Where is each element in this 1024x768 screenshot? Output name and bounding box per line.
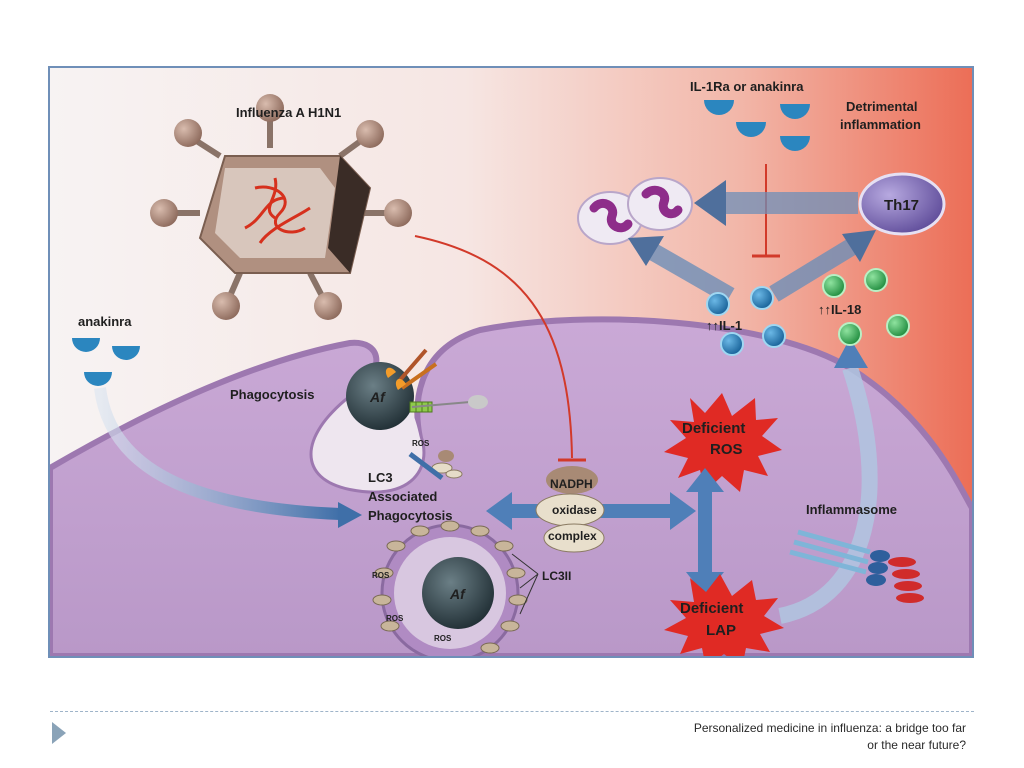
pathway-diagram: Af ROS ROS ROS LC3II Af ROS bbox=[50, 68, 972, 656]
deficient-ros-starburst bbox=[664, 393, 782, 492]
ros-label-c: ROS bbox=[434, 634, 452, 643]
th17-label: Th17 bbox=[884, 197, 919, 214]
fungal-spore-top bbox=[346, 362, 414, 430]
anakinra-arrowhead bbox=[338, 502, 362, 528]
nadph-small-cluster bbox=[431, 450, 463, 479]
inflammasome-label: Inflammasome bbox=[806, 502, 897, 517]
fungal-spore-bottom bbox=[422, 557, 494, 629]
slide-caption: Personalized medicine in influenza: a br… bbox=[606, 720, 966, 754]
deficient-ros-line2: ROS bbox=[710, 441, 743, 458]
neutrophils bbox=[577, 177, 693, 245]
detrimental-line2: inflammation bbox=[840, 117, 921, 132]
th17-to-neutrophil-arrow bbox=[694, 180, 858, 226]
inflammasome-icon bbox=[789, 529, 924, 603]
lap-to-cytokine-arrow bbox=[778, 365, 878, 624]
influenza-virus bbox=[150, 94, 412, 320]
il1-to-th17-arrow bbox=[769, 236, 861, 302]
anakinra-arrow bbox=[94, 387, 341, 520]
phagocytosis-label: Phagocytosis bbox=[230, 387, 315, 402]
ros-label-small: ROS bbox=[412, 439, 430, 448]
ros-label-b: ROS bbox=[386, 614, 404, 623]
il1-molecules bbox=[706, 286, 786, 356]
lap-label-line3: Phagocytosis bbox=[368, 508, 453, 523]
il1-label: ↑↑IL-1 bbox=[706, 318, 742, 333]
il1ra-label: IL-1Ra or anakinra bbox=[690, 79, 804, 94]
deficient-ros-line1: Deficient bbox=[682, 420, 745, 437]
af-top-label: Af bbox=[369, 389, 386, 405]
il1-to-neutrophil-arrow bbox=[645, 242, 735, 304]
anakinra-molecules-left bbox=[72, 338, 140, 386]
nadph-complex bbox=[535, 466, 605, 553]
receptors-top bbox=[385, 348, 488, 413]
pathway-figure: Af ROS ROS ROS LC3II Af ROS bbox=[48, 66, 974, 658]
il18-molecules bbox=[822, 268, 910, 346]
caption-line2: or the near future? bbox=[867, 738, 966, 752]
il1-to-th17-arrowhead bbox=[842, 230, 876, 262]
ros-label-a: ROS bbox=[372, 571, 390, 580]
anakinra-label: anakinra bbox=[78, 314, 132, 329]
il1ra-molecules bbox=[704, 100, 810, 151]
virus-inhibition-line bbox=[414, 235, 573, 459]
af-bottom-label: Af bbox=[449, 586, 466, 602]
deficient-lap-line2: LAP bbox=[706, 622, 736, 639]
ros-lap-arrow bbox=[686, 468, 724, 596]
il1-to-neutrophil-arrowhead bbox=[628, 236, 664, 266]
nadph-label-line3: complex bbox=[548, 529, 597, 543]
lc3ii-label: LC3II bbox=[542, 569, 571, 583]
nadph-label-line1: NADPH bbox=[550, 477, 593, 491]
ros-arrow-small bbox=[408, 452, 444, 480]
footer-divider bbox=[50, 711, 974, 712]
nadph-label-line2: oxidase bbox=[552, 503, 597, 517]
lap-to-cytokine-arrowhead bbox=[834, 338, 868, 368]
detrimental-line1: Detrimental bbox=[846, 99, 918, 114]
virus-label: Influenza A H1N1 bbox=[236, 105, 341, 120]
lc3ii-pointer bbox=[511, 553, 539, 615]
deficient-lap-line1: Deficient bbox=[680, 600, 743, 617]
il18-label: ↑↑IL-18 bbox=[818, 302, 861, 317]
caption-line1: Personalized medicine in influenza: a br… bbox=[693, 721, 966, 735]
lap-label-line2: Associated bbox=[368, 489, 437, 504]
footer-bullet-icon bbox=[52, 722, 66, 744]
lap-label-line1: LC3 bbox=[368, 470, 393, 485]
deficient-lap-starburst bbox=[664, 574, 784, 656]
th17-cell bbox=[858, 172, 946, 236]
